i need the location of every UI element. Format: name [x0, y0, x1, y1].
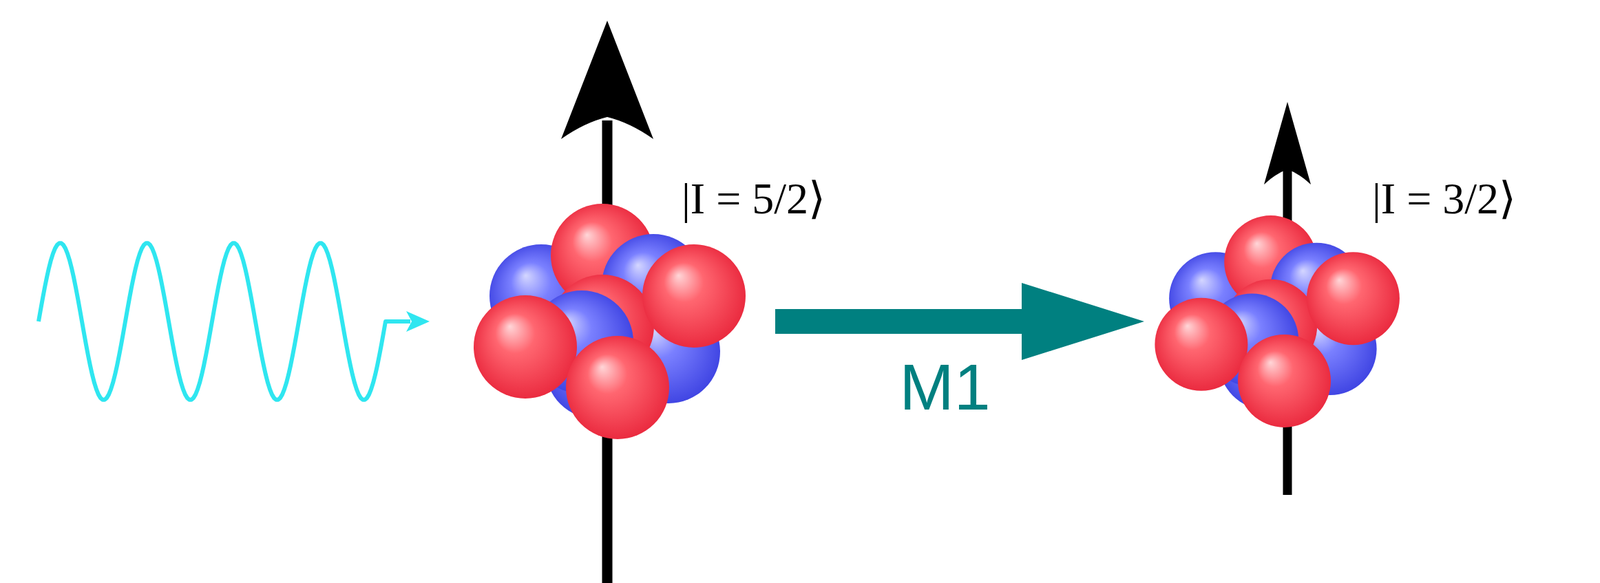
proton-sphere [1306, 251, 1400, 345]
spin-head [561, 20, 654, 140]
state-label: |I = 5/2⟩ [681, 172, 826, 226]
wave-line [38, 243, 411, 400]
nucleus-node: |I = 5/2⟩ [474, 203, 746, 440]
proton-sphere [1237, 334, 1331, 428]
transition-arrow [775, 282, 1145, 361]
proton-sphere [473, 295, 577, 399]
nucleus [1154, 215, 1400, 428]
photon-wave [38, 243, 430, 400]
spin-head [1264, 101, 1311, 185]
proton-sphere [642, 244, 746, 348]
transition-label: M1 [899, 354, 991, 420]
proton-sphere [565, 335, 670, 440]
proton-sphere [1154, 298, 1248, 392]
wave-head [406, 311, 430, 332]
state-label: |I = 3/2⟩ [1372, 172, 1517, 226]
nucleus [473, 203, 746, 440]
nucleus-node: |I = 3/2⟩ [1153, 215, 1400, 428]
